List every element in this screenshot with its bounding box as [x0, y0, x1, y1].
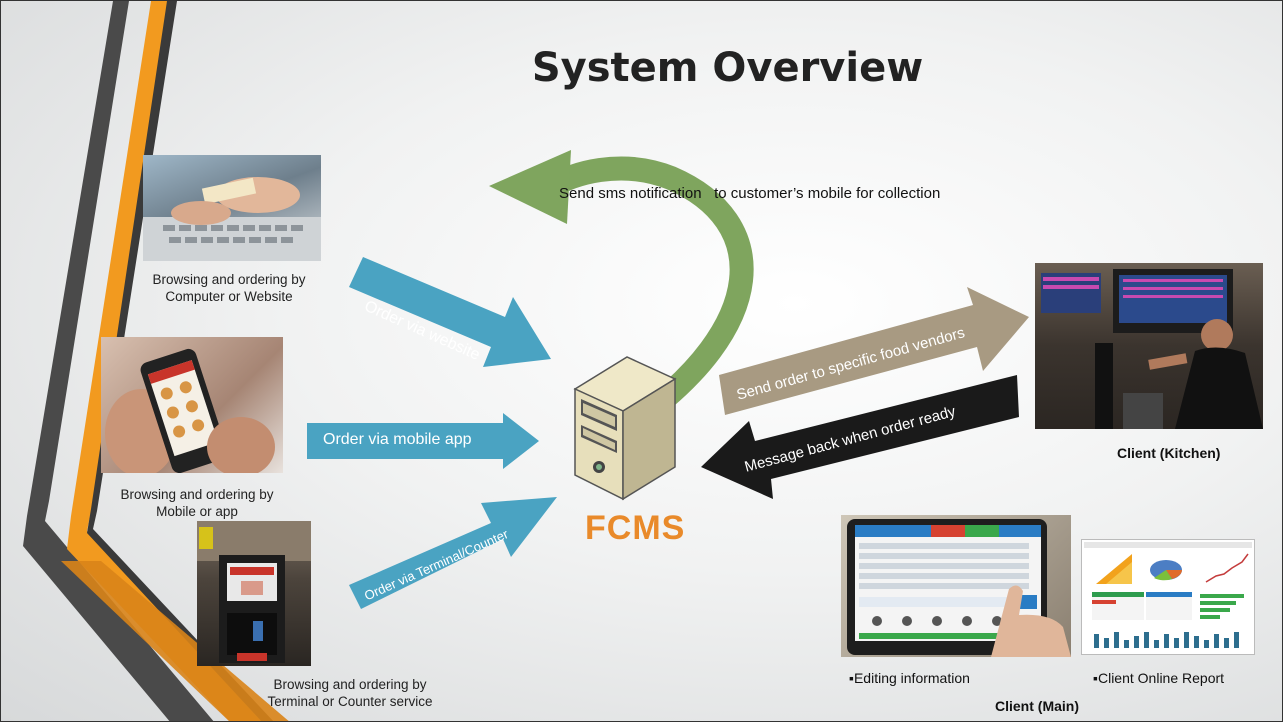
mobile-ordering-photo — [101, 337, 283, 473]
client-main-label: Client (Main) — [995, 698, 1079, 714]
caption-line: Browsing and ordering by — [120, 487, 274, 502]
caption-line: Browsing and ordering by — [273, 677, 427, 692]
server-icon — [567, 349, 681, 501]
editing-tablet-photo — [841, 515, 1071, 657]
caption-line: Mobile or app — [156, 504, 238, 519]
bullet-editing-text: Editing information — [853, 670, 970, 686]
mobile-caption: Browsing and ordering by Mobile or app — [97, 486, 297, 520]
bullet-report-text: Client Online Report — [1097, 670, 1225, 686]
bullet-report: ▪Client Online Report — [1093, 670, 1225, 686]
fcms-label: FCMS — [585, 509, 686, 547]
online-report-photo — [1081, 539, 1255, 655]
caption-line: Computer or Website — [165, 289, 293, 304]
message-back-arrow: Message back when order ready — [701, 375, 1019, 499]
kitchen-photo — [1035, 263, 1263, 429]
caption-line: Browsing and ordering by — [152, 272, 306, 287]
client-kitchen-label: Client (Kitchen) — [1117, 445, 1221, 461]
sms-arrow — [489, 150, 754, 434]
order-via-website-arrow: Order via website — [337, 247, 567, 375]
computer-caption: Browsing and ordering by Computer or Web… — [129, 271, 329, 305]
bullet-editing: ▪Editing information — [849, 670, 970, 686]
computer-ordering-photo — [143, 155, 321, 261]
terminal-ordering-photo — [197, 521, 311, 666]
order-via-mobile-label: Order via mobile app — [323, 431, 472, 448]
caption-line: Terminal or Counter service — [267, 694, 433, 709]
order-via-terminal-arrow: Order via Terminal/Counter — [335, 489, 565, 619]
terminal-caption: Browsing and ordering by Terminal or Cou… — [245, 676, 455, 710]
page-title: System Overview — [531, 45, 924, 91]
send-order-arrow: Send order to specific food vendors — [719, 287, 1029, 417]
order-via-mobile-arrow: Order via mobile app — [307, 413, 539, 469]
sms-notification-text: Send sms notification to customer’s mobi… — [559, 185, 941, 202]
